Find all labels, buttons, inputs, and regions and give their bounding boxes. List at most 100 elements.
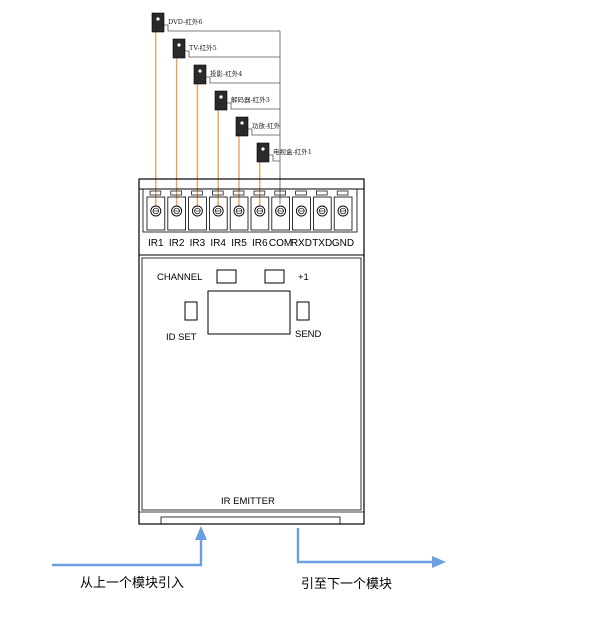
terminal-tab [191,190,203,196]
terminal-body [333,196,353,231]
terminal-rxd: RXD [291,190,312,249]
emitter-label: 投影-红外4 [210,69,242,78]
emitter-led-icon [240,121,244,125]
terminal-label: IR2 [169,238,185,249]
terminal-tab [316,190,328,196]
terminal-body [312,196,332,231]
terminal-label: IR1 [148,238,164,249]
out-arrow-head [432,556,446,568]
emitter-4: 解码器-红外3 [214,90,270,111]
emitter-5: 功放-红外 [235,116,281,137]
emitter-led-icon [177,43,181,47]
screw-inner-icon [215,207,222,215]
in-arrow-line [52,537,203,567]
plus-one-label: +1 [298,272,309,283]
terminal-body [188,196,207,231]
emitter-1: DVD-红外6 [151,12,202,33]
send-button[interactable] [296,301,310,321]
terminal-ir4: IR4 [208,190,228,249]
terminal-label: RXD [291,238,312,249]
emitter-head-icon [193,64,207,85]
emitter-2: TV-红外5 [172,38,217,59]
channel-display-left[interactable] [216,269,237,284]
terminal-body [250,196,270,231]
emitter-return-line [164,24,280,32]
terminal-tab [170,190,182,196]
emitter-return-line [248,128,280,136]
terminal-label: COM [269,238,292,249]
terminal-body [167,196,187,231]
panel-inner [141,257,362,511]
emitter-head-icon [256,142,270,163]
terminal-com: COM [269,190,292,249]
terminal-tab [336,190,349,196]
terminal-tab [232,190,245,196]
terminal-label: TXD [312,238,332,249]
emitter-label: 电视盒-红外1 [273,147,312,156]
terminal-label: IR4 [210,238,226,249]
emitter-label: DVD-红外6 [168,17,202,26]
emitter-label: TV-红外5 [189,43,217,52]
screw-inner-icon [256,207,263,215]
terminal-body [229,196,249,231]
terminal-body [271,196,290,231]
device-outline [138,178,365,525]
screw-inner-icon [339,207,347,215]
terminal-txd: TXD [312,190,332,249]
terminal-tab [295,190,307,196]
emitter-return-line [206,76,280,84]
emitter-label: 解码器-红外3 [231,95,270,104]
terminal-tab [274,190,286,196]
terminal-label: IR6 [252,238,268,249]
out-arrow-line [296,528,436,564]
terminal-ir6: IR6 [250,190,270,249]
screw-inner-icon [173,207,180,215]
emitter-3: 投影-红外4 [193,64,242,85]
terminal-label: IR3 [190,238,206,249]
screw-inner-icon [298,207,305,215]
out-arrow-label: 引至下一个模块 [301,577,392,592]
emitter-return-line [227,102,280,110]
channel-label: CHANNEL [157,272,202,283]
emitter-6: 电视盒-红外1 [256,142,312,163]
terminal-ir2: IR2 [167,190,187,249]
terminal-ir3: IR3 [188,190,207,249]
main-display [207,290,291,335]
terminal-ir5: IR5 [229,190,249,249]
emitter-head-icon [235,116,249,137]
emitter-return-line [269,154,280,162]
terminal-ir1: IR1 [146,190,166,249]
terminal-label: IR5 [231,238,247,249]
emitter-led-icon [261,147,265,151]
terminal-body [146,196,166,231]
terminal-tab [149,190,162,196]
id-set-button[interactable] [184,301,198,321]
terminal-gnd: GND [332,190,354,249]
emitter-led-icon [198,69,202,73]
bus-arrows: 从上一个模块引入 引至下一个模块 [52,526,446,592]
screw-inner-icon [152,207,159,215]
screw-inner-icon [194,207,201,215]
emitter-head-icon [172,38,186,59]
screw-inner-icon [277,207,284,215]
terminal-tab [212,190,224,196]
emitter-head-icon [214,90,228,111]
channel-display-right[interactable] [264,269,285,284]
emitter-return-line [185,50,280,58]
terminal-body [292,196,311,231]
terminal-body [208,196,228,231]
terminal-label: GND [332,238,354,249]
front-panel: CHANNEL +1 ID SET SEND IR EMITTER [157,269,322,507]
terminal-frame [142,188,358,233]
terminal-tab [253,190,266,196]
screw-inner-icon [235,207,243,215]
device-body [138,178,365,525]
screw-inner-icon [319,207,326,215]
in-arrow-label: 从上一个模块引入 [80,576,184,591]
emitter-led-icon [156,17,160,21]
emitter-led-icon [219,95,223,99]
